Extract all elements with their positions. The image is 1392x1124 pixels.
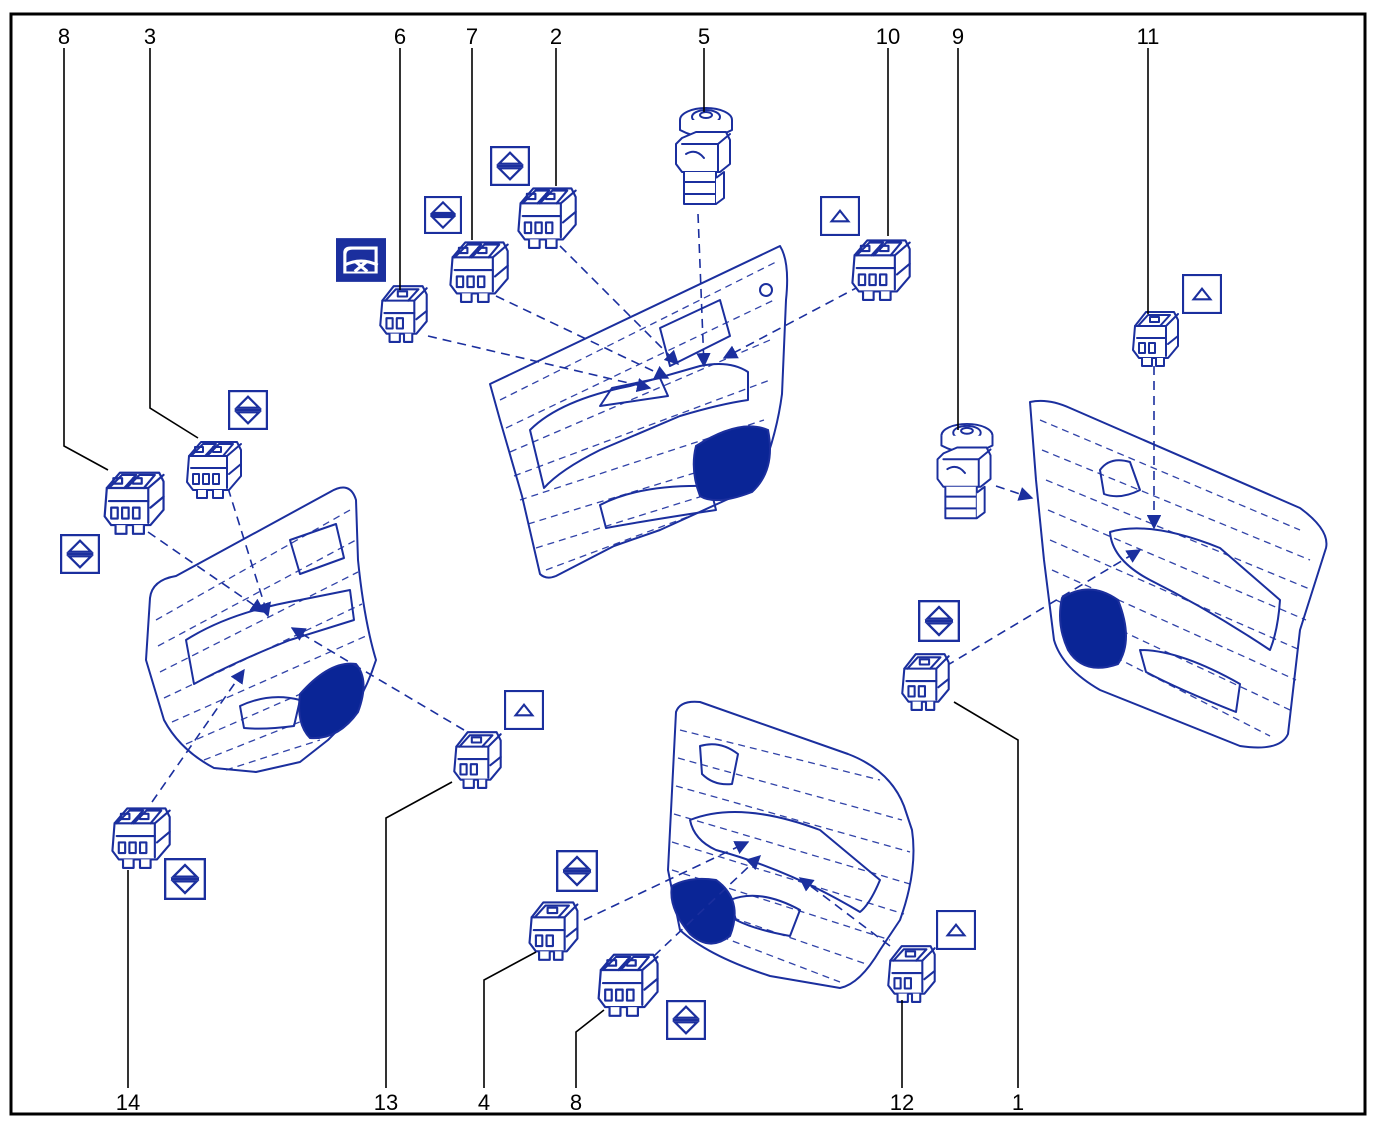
switch-8-top [103,471,165,535]
callout-7: 7 [466,24,478,49]
callout-5: 5 [698,24,710,49]
callout-8-bottom: 8 [570,1090,582,1115]
switch-13 [453,731,502,790]
callout-11: 11 [1137,24,1160,49]
callout-14: 14 [116,1090,140,1115]
switch-4 [528,901,579,962]
up-down-arrows-icon [666,1000,706,1040]
up-down-arrows-icon [918,600,960,642]
assignment-lines [147,213,1162,957]
up-down-arrows-icon [490,146,530,186]
diagram-frame [9,12,1367,1116]
up-down-arrows-icon [556,850,598,892]
door-panel-rear-left [145,486,377,773]
up-down-arrows-icon [424,196,462,234]
switch-7 [449,241,509,303]
callout-8-top: 8 [58,24,70,49]
door-panel-front-right [1029,399,1328,749]
callout-1: 1 [1012,1090,1024,1115]
up-down-arrows-icon [228,390,268,430]
up-arrow-icon [820,196,860,236]
up-arrow-icon [936,910,976,950]
up-arrow-icon [1182,274,1222,314]
callout-3: 3 [144,24,156,49]
callout-10: 10 [876,24,900,49]
switch-11 [1132,311,1179,367]
switch-9 [936,422,994,520]
switch-14 [111,807,171,869]
up-down-arrows-icon [164,858,206,900]
window-lock-icon [336,238,386,282]
callout-4: 4 [478,1090,490,1115]
switch-3 [185,440,243,500]
callout-9: 9 [952,24,964,49]
switch-5 [674,106,734,206]
switch-2 [517,187,577,249]
callout-13: 13 [374,1090,398,1115]
switch-1 [901,653,950,712]
door-panel-front-left [489,245,789,579]
leader-lines [63,48,1149,1088]
switch-6 [379,285,428,344]
door-panel-rear-right [667,700,915,989]
switch-10 [851,239,911,301]
callout-12: 12 [890,1090,914,1115]
switch-8-bottom [597,953,659,1017]
up-arrow-icon [504,690,544,730]
callout-6: 6 [394,24,406,49]
switch-12 [887,945,936,1004]
callout-2: 2 [550,24,562,49]
up-down-arrows-icon [60,534,100,574]
